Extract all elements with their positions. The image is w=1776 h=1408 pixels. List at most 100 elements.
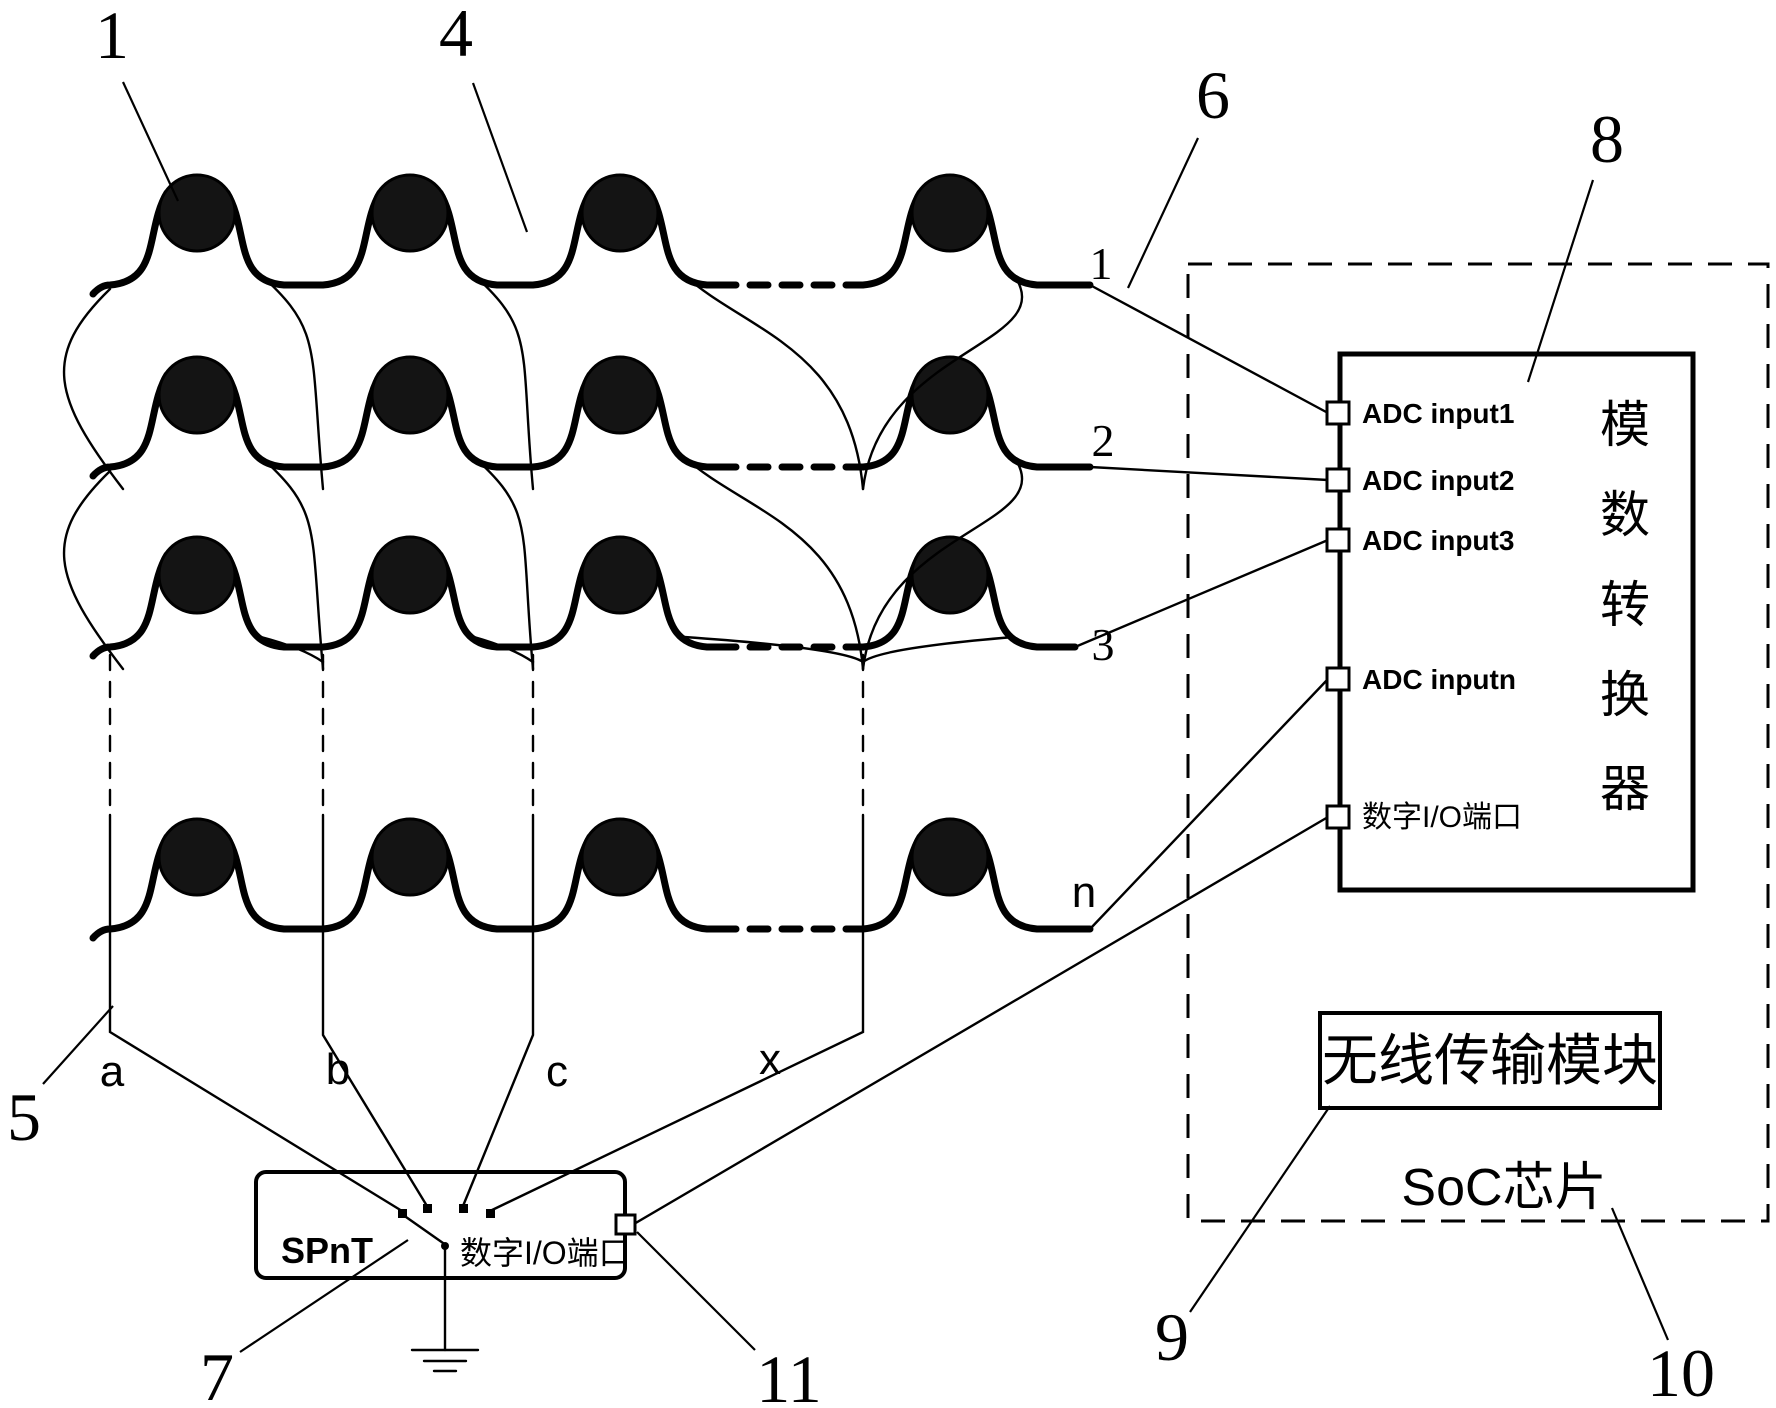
column-arc [682,455,865,671]
adc-inputn-label: ADC inputn [1362,664,1516,695]
column-arc [259,273,325,491]
rown-output-line [1088,677,1330,931]
soc-chip-label: SoC芯片 [1401,1159,1606,1217]
adc-input2-port [1325,467,1351,493]
wireless-module-label: 无线传输模块 [1322,1029,1658,1092]
spnt-io-label: 数字I/O端口 [460,1235,631,1271]
adc-digital-io-port [1325,804,1351,830]
ref-10-soc-chip: 10 [1647,1335,1715,1408]
sensor-element [910,535,990,615]
ref-5-column-electrode: 5 [7,1079,41,1155]
sensor-element [580,535,660,615]
ref-6-output-bus: 6 [1196,57,1230,133]
column-arc-stub [861,635,1016,664]
col-label-c: c [546,1047,568,1096]
adc-input3-label: ADC input3 [1362,525,1514,556]
soc-chip-dashed-boundary [1186,262,1770,1223]
spnt-contacts [398,1204,495,1218]
column-c-wire [461,927,535,1208]
column-arc [861,273,1023,491]
adc-digital-io-label: 数字I/O端口 [1362,801,1522,834]
sensor-element [580,817,660,897]
adc-title-char-4: 换 [1600,667,1650,723]
sensor-element [370,173,450,253]
row-output-lines [632,283,1330,1226]
adc-input2-label: ADC input2 [1362,465,1514,496]
leader-9 [1189,1105,1331,1313]
adc-title-char-2: 数 [1600,487,1650,543]
adc-title-char-3: 转 [1600,577,1650,633]
adc-title-vertical: 模 数 转 换 器 [1600,397,1650,817]
adc-input3-port [1325,527,1351,553]
leader-5 [42,1005,114,1085]
row2-output-line [1088,465,1330,482]
spnt-digital-io-port-square [614,1213,637,1236]
col-label-a: a [100,1047,125,1096]
ref-7-spnt-switch: 7 [200,1339,234,1408]
col-label-b: b [326,1045,350,1094]
row-label-1: 1 [1090,238,1113,289]
column-x-wire [488,927,865,1213]
adc-title-char-5: 器 [1600,761,1650,817]
sensor-element [370,355,450,435]
adc-input1-label: ADC input1 [1362,398,1514,429]
adc-module-box [1337,351,1696,893]
adc-input1-port [1325,400,1351,426]
sensor-element [910,355,990,435]
sensor-element [580,173,660,253]
spnt-contact-x [486,1209,495,1218]
sensor-element [157,355,237,435]
ref-4-substrate: 4 [439,0,473,71]
col-label-x: x [759,1035,781,1084]
column-arc [472,455,535,671]
column-arc-stub [472,635,535,664]
leader-lines [42,81,1670,1353]
spnt-contact-a [398,1209,407,1218]
leader-8 [1526,179,1595,383]
row3-output-line [1073,538,1330,649]
column-a-wire [108,927,404,1213]
leader-6 [1127,137,1199,289]
sensor-element [157,173,237,253]
column-arc-stub [259,635,325,664]
adc-inputn-port [1325,666,1351,692]
column-arc [472,273,535,491]
leader-7 [239,1239,409,1353]
column-arc-stub [682,635,865,664]
spnt-switch-arm [404,1215,445,1245]
column-arc [62,469,125,671]
row-label-n: n [1072,868,1096,917]
spnt-contact-b [423,1204,432,1213]
leader-4 [471,82,529,233]
sensor-element [910,817,990,897]
column-arc [62,287,125,491]
column-arc [682,273,865,491]
ref-1-sensor: 1 [95,0,129,73]
wireless-module-box [1318,1011,1662,1110]
leader-1 [122,81,179,202]
sensor-array [62,173,1094,1213]
adc-title-char-1: 模 [1600,397,1650,453]
spnt-label: SPnT [281,1230,373,1271]
leader-11 [636,1231,756,1351]
sensor-element [370,535,450,615]
leader-10 [1610,1207,1670,1341]
column-arc [259,455,325,671]
spnt-to-adc-io-line [632,815,1330,1226]
adc-ports [1325,400,1351,830]
ground-symbol [410,1348,480,1373]
ref-11-digital-io: 11 [756,1341,821,1408]
column-arc [861,455,1023,671]
row-label-2: 2 [1092,415,1115,466]
ref-9-wireless-module: 9 [1155,1299,1189,1375]
sensor-element [157,817,237,897]
row-label-3: 3 [1092,619,1115,670]
row1-output-line [1088,283,1330,415]
sensor-element [157,535,237,615]
sensor-element [580,355,660,435]
column-b-wire [321,927,429,1208]
spnt-contact-c [459,1204,468,1213]
sensor-element [370,817,450,897]
